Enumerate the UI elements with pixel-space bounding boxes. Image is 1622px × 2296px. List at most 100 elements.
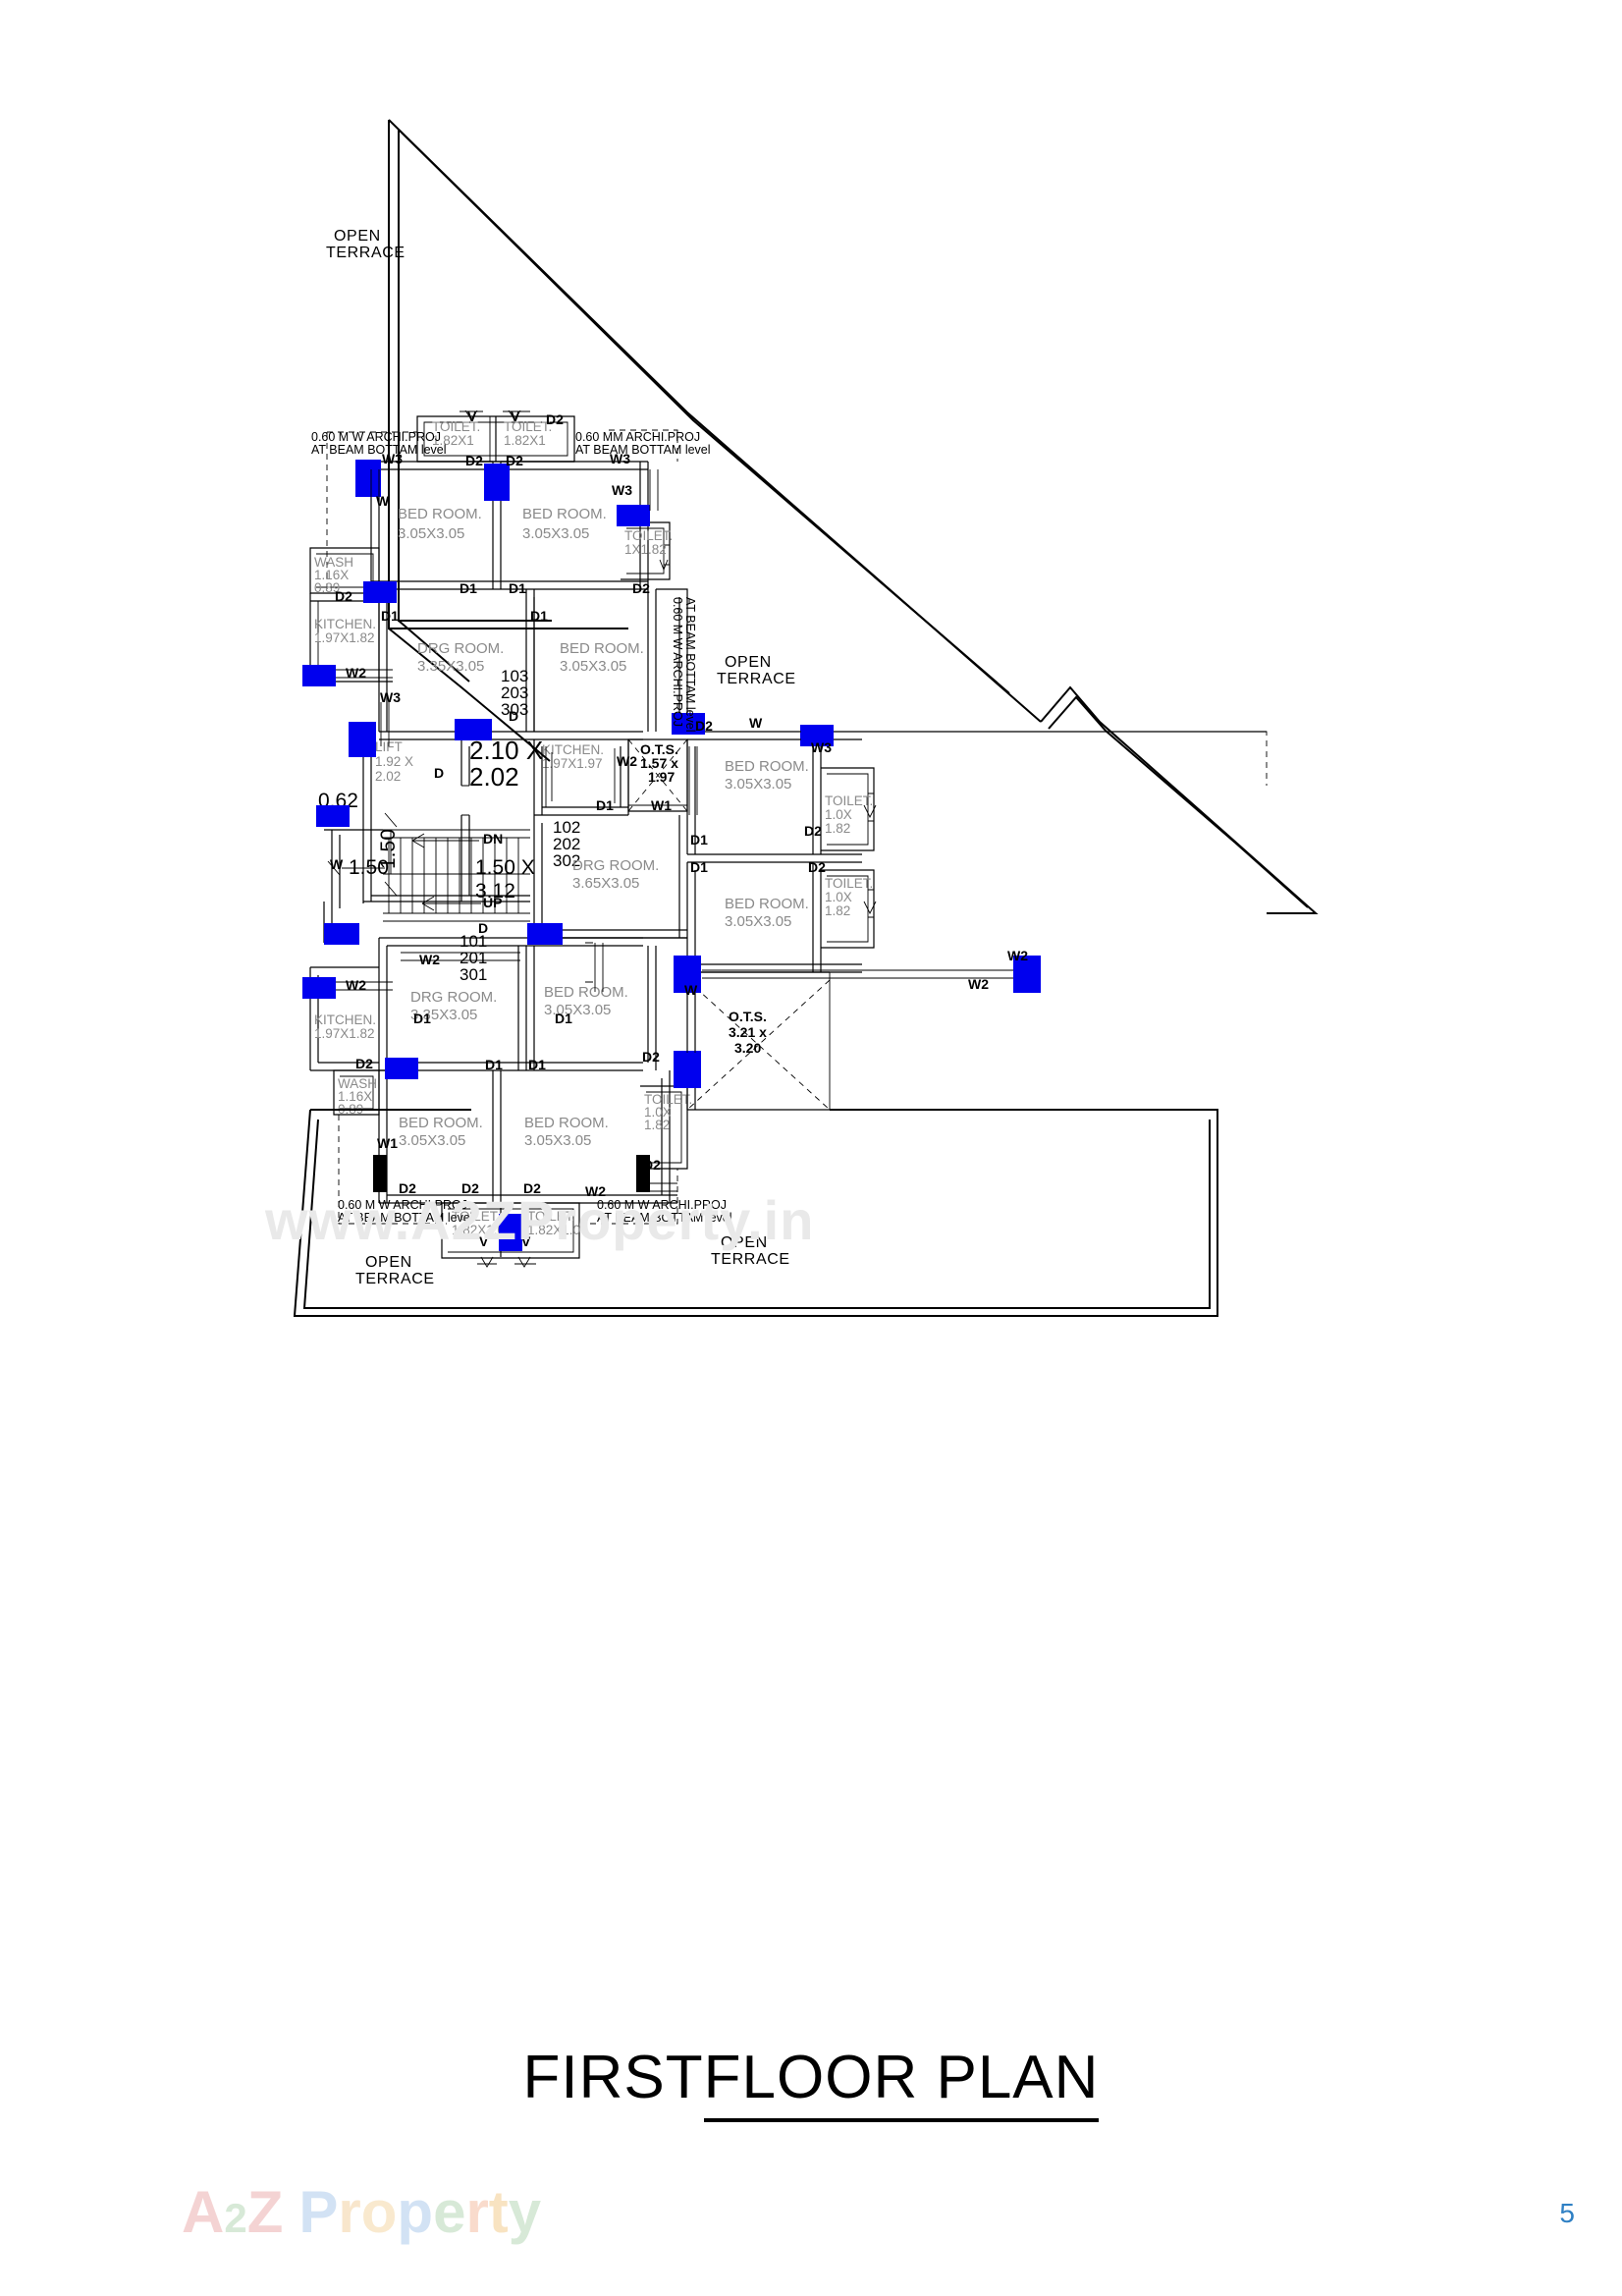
svg-text:3.20: 3.20 — [734, 1040, 761, 1056]
terrace-bottom-left-label: OPEN TERRACE — [355, 1254, 435, 1287]
projection-note-bottom-left: 0.60 M W ARCHI.PROJ AT BEAM BOTTAM level — [338, 1198, 473, 1225]
svg-text:W2: W2 — [617, 753, 637, 769]
svg-text:D1: D1 — [555, 1011, 572, 1026]
svg-text:0.60 M W ARCHI.PROJ: 0.60 M W ARCHI.PROJ — [671, 597, 684, 727]
logo-letter-r: r — [338, 2179, 361, 2245]
svg-text:KITCHEN.: KITCHEN. — [542, 742, 604, 757]
svg-text:3.35X3.05: 3.35X3.05 — [410, 1007, 477, 1023]
svg-text:DN: DN — [483, 831, 503, 847]
svg-text:3.05X3.05: 3.05X3.05 — [522, 525, 589, 542]
svg-text:D2: D2 — [355, 1056, 373, 1071]
svg-text:1.97X1.97: 1.97X1.97 — [542, 756, 603, 771]
svg-text:TOILET.: TOILET. — [825, 793, 873, 808]
logo-letter-t: t — [488, 2179, 509, 2245]
svg-text:D1: D1 — [528, 1057, 546, 1072]
svg-text:OPEN: OPEN — [725, 654, 772, 671]
svg-text:1.0X: 1.0X — [825, 807, 852, 822]
structural-columns — [302, 460, 1041, 1251]
bedroom-upper-mid-block — [533, 589, 657, 732]
svg-text:1.82X1.0: 1.82X1.0 — [527, 1223, 580, 1237]
svg-text:1.82: 1.82 — [644, 1118, 670, 1132]
logo-letter-o: o — [360, 2179, 398, 2245]
svg-text:DRG ROOM.: DRG ROOM. — [417, 640, 504, 657]
logo-letter-e: e — [433, 2179, 466, 2245]
svg-text:D2: D2 — [695, 718, 713, 734]
svg-text:303: 303 — [501, 700, 528, 719]
lift-core-block — [362, 739, 530, 903]
svg-text:D1: D1 — [690, 859, 708, 875]
unit-number-102: 102 202 302 — [553, 818, 580, 870]
svg-text:D2: D2 — [506, 453, 523, 468]
logo-letter-r2: r — [465, 2179, 489, 2245]
svg-text:OPEN: OPEN — [334, 228, 381, 245]
svg-text:3.05X3.05: 3.05X3.05 — [524, 1132, 591, 1149]
svg-text:0.60 M W ARCHI.PROJ: 0.60 M W ARCHI.PROJ — [338, 1198, 467, 1212]
window-symbols — [336, 469, 1013, 1192]
terrace-bottom-outline — [293, 1109, 1218, 1317]
svg-text:BED ROOM.: BED ROOM. — [544, 984, 628, 1001]
logo-letter-p: P — [298, 2179, 339, 2245]
svg-text:WASH: WASH — [338, 1076, 377, 1091]
projection-note-right-vertical: 0.60 M W ARCHI.PROJ AT BEAM BOTTAM level — [671, 597, 697, 733]
drg-room-101-block — [378, 937, 643, 1071]
svg-text:3.05X3.05: 3.05X3.05 — [725, 913, 791, 930]
svg-text:W2: W2 — [585, 1183, 606, 1199]
svg-text:TERRACE: TERRACE — [711, 1251, 790, 1268]
svg-text:D1: D1 — [460, 580, 477, 596]
svg-text:DRG ROOM.: DRG ROOM. — [410, 989, 497, 1006]
svg-text:1.82X1: 1.82X1 — [432, 433, 474, 448]
projection-outline-bottom-right — [579, 1169, 678, 1225]
svg-text:W2: W2 — [1007, 948, 1028, 963]
svg-text:O.T.S.: O.T.S. — [640, 741, 678, 757]
svg-text:1.97: 1.97 — [648, 769, 675, 785]
svg-text:BED ROOM.: BED ROOM. — [522, 506, 607, 522]
svg-text:TOILET.: TOILET. — [432, 419, 480, 434]
svg-text:1.16X: 1.16X — [314, 568, 349, 582]
svg-text:101: 101 — [460, 932, 487, 951]
logo-letter-y: y — [508, 2179, 542, 2245]
svg-text:D2: D2 — [335, 588, 352, 604]
terrace-top-outline — [388, 119, 1236, 844]
svg-text:W2: W2 — [346, 977, 366, 993]
toilet-block-bottom — [441, 1202, 580, 1268]
svg-text:V: V — [467, 409, 477, 424]
svg-text:1.50: 1.50 — [349, 856, 389, 879]
svg-text:1.0X: 1.0X — [825, 890, 852, 904]
svg-text:LIFT: LIFT — [375, 739, 403, 754]
logo-letter-2: 2 — [224, 2195, 247, 2241]
svg-text:1.50 X: 1.50 X — [475, 856, 535, 879]
projection-note-top-right: 0.60 MM ARCHI.PROJ AT BEAM BOTTAM level — [575, 430, 711, 457]
svg-text:D2: D2 — [642, 1049, 660, 1065]
svg-text:W: W — [330, 856, 344, 872]
svg-text:D2: D2 — [632, 580, 650, 596]
svg-text:201: 201 — [460, 949, 487, 967]
svg-text:TERRACE: TERRACE — [355, 1271, 435, 1287]
svg-text:V: V — [511, 409, 520, 424]
svg-text:1.97X1.82: 1.97X1.82 — [314, 630, 375, 645]
svg-text:W2: W2 — [419, 952, 440, 967]
opening-tags: V V D2 D2 D2 W3 W3 W3 W D2 D1 D1 D2 D1 D… — [330, 409, 1028, 1249]
unit-number-101: 101 201 301 — [460, 932, 487, 984]
svg-text:202: 202 — [553, 835, 580, 853]
svg-text:D: D — [509, 708, 518, 724]
projection-outline-bottom-left — [338, 1115, 447, 1225]
svg-text:203: 203 — [501, 683, 528, 702]
svg-text:AT BEAM BOTTAM level: AT BEAM BOTTAM level — [597, 1211, 732, 1225]
svg-text:W3: W3 — [811, 739, 832, 755]
toilet-bottom-right-block — [640, 1085, 688, 1170]
svg-text:102: 102 — [553, 818, 580, 837]
svg-text:TOILET.: TOILET. — [644, 1092, 692, 1107]
svg-text:3.05X3.05: 3.05X3.05 — [560, 658, 626, 675]
svg-text:D2: D2 — [546, 411, 564, 427]
svg-text:BED ROOM.: BED ROOM. — [399, 1115, 483, 1131]
svg-text:3.35X3.05: 3.35X3.05 — [417, 658, 484, 675]
svg-text:W3: W3 — [612, 482, 632, 498]
svg-text:V: V — [521, 1233, 531, 1249]
svg-text:O.T.S.: O.T.S. — [729, 1009, 767, 1024]
svg-text:1.97X1.82: 1.97X1.82 — [314, 1026, 375, 1041]
svg-text:DRG ROOM.: DRG ROOM. — [572, 857, 659, 874]
svg-text:WASH: WASH — [314, 555, 353, 570]
